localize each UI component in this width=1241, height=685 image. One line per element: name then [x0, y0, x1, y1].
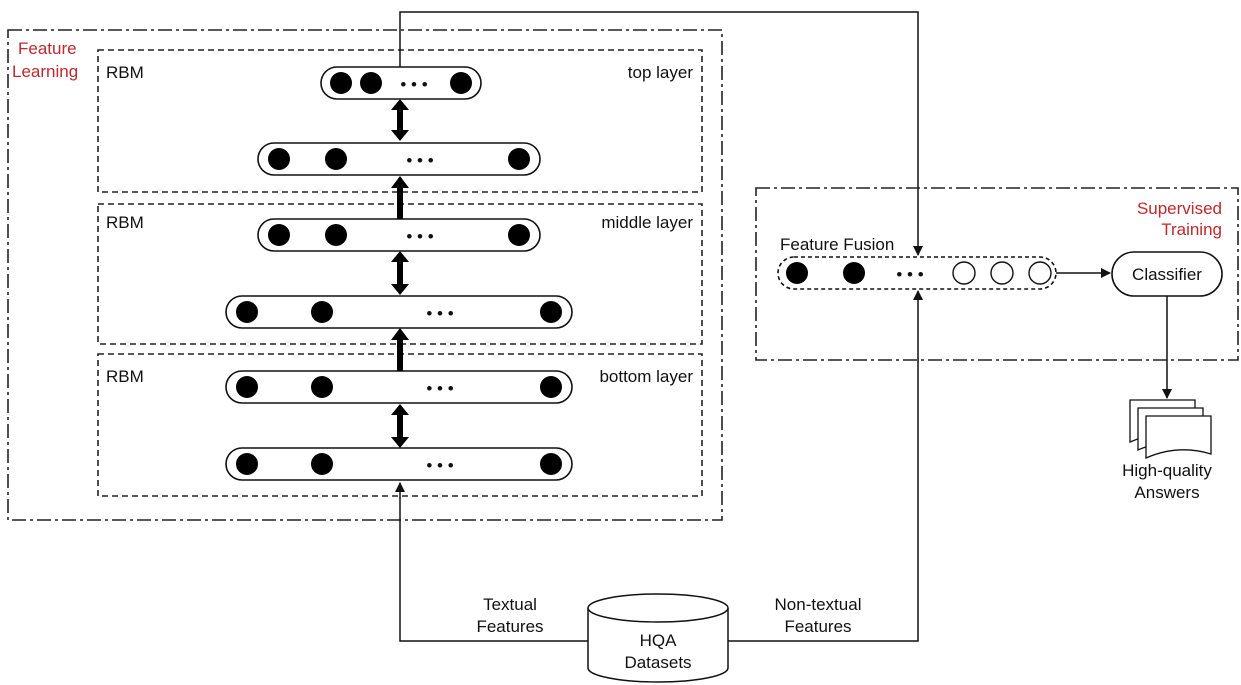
neuron-node [508, 148, 530, 170]
neuron-node [311, 453, 333, 475]
supervised-training-title-2: Training [1161, 220, 1222, 239]
layer-label-bottom: bottom layer [599, 367, 693, 386]
neuron-node-empty [952, 261, 976, 285]
connector-nontextual-features [728, 290, 923, 642]
neuron-node [236, 376, 258, 398]
layer-pill [257, 218, 541, 252]
rbm-label-middle: RBM [106, 213, 144, 232]
neuron-node [268, 148, 290, 170]
feature-learning-container [7, 29, 723, 521]
layer-pill [225, 447, 573, 481]
neuron-node [540, 453, 562, 475]
neuron-node [325, 148, 347, 170]
ellipsis: • • • [426, 304, 453, 323]
neuron-node [325, 224, 347, 246]
supervised-training-container [755, 187, 1239, 361]
rbm-label-bottom: RBM [106, 367, 144, 386]
neuron-node [311, 301, 333, 323]
bidirectional-arrow [391, 251, 409, 295]
nontextual-features-label-1: Non-textual [775, 595, 862, 614]
upward-arrow [391, 176, 409, 219]
bidirectional-arrow [391, 99, 409, 141]
layer-pill [225, 295, 573, 329]
connector-textual-features [395, 482, 588, 642]
ellipsis: • • • [400, 75, 427, 94]
documents-icon [1129, 399, 1212, 459]
nontextual-features-label-2: Features [784, 617, 851, 636]
neuron-node [236, 301, 258, 323]
neuron-node [540, 301, 562, 323]
neuron-node [360, 72, 382, 94]
layer-label-top: top layer [628, 63, 694, 82]
layer-pill [320, 66, 482, 100]
output-label-1: High-quality [1122, 461, 1212, 480]
neuron-node [268, 224, 290, 246]
dataset-label-2: Datasets [624, 653, 691, 672]
neuron-node [508, 224, 530, 246]
classifier-label: Classifier [1132, 265, 1202, 284]
ellipsis: • • • [406, 227, 433, 246]
neuron-node [236, 453, 258, 475]
layer-label-middle: middle layer [601, 213, 693, 232]
database-icon [587, 593, 729, 683]
neuron-node [450, 72, 472, 94]
feature-learning-title-1: Feature [18, 39, 77, 58]
neuron-node [330, 72, 352, 94]
bidirectional-arrow [391, 404, 409, 448]
neuron-node [540, 376, 562, 398]
textual-features-label-2: Features [476, 617, 543, 636]
neuron-node-empty [990, 261, 1014, 285]
neuron-node [843, 262, 865, 284]
neuron-node [786, 262, 808, 284]
layer-pill [257, 142, 541, 176]
ellipsis: • • • [406, 151, 433, 170]
output-label-2: Answers [1134, 483, 1199, 502]
feature-fusion-label: Feature Fusion [780, 235, 894, 254]
dataset-label-1: HQA [640, 631, 678, 650]
connector-top-to-fusion [399, 11, 923, 256]
neuron-node [311, 376, 333, 398]
rbm-label-top: RBM [106, 63, 144, 82]
supervised-training-title-1: Supervised [1137, 199, 1222, 218]
layer-pill [225, 370, 573, 404]
ellipsis: • • • [896, 265, 923, 284]
ellipsis: • • • [426, 379, 453, 398]
ellipsis: • • • [426, 456, 453, 475]
feature-learning-title-2: Learning [12, 62, 78, 81]
upward-arrow [391, 328, 409, 371]
textual-features-label-1: Textual [483, 595, 537, 614]
neuron-node-empty [1028, 261, 1052, 285]
